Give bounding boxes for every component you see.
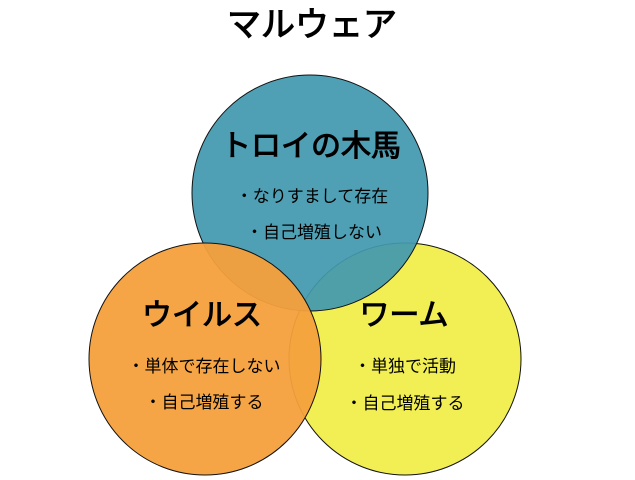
trojan-item: ・なりすまして存在 (236, 187, 389, 207)
worm-item: ・自己増殖する (346, 394, 465, 414)
virus-item: ・自己増殖する (145, 393, 264, 413)
virus-item: ・単体で存在しない (128, 357, 281, 377)
worm-item: ・単独で活動 (354, 357, 456, 377)
virus-circle (88, 242, 322, 476)
virus-label: ウイルス (142, 298, 262, 333)
diagram-title: マルウェア (227, 5, 397, 45)
trojan-item: ・自己増殖しない (246, 223, 382, 243)
worm-label: ワーム (359, 298, 448, 333)
trojan-label: トロイの木馬 (221, 129, 401, 164)
